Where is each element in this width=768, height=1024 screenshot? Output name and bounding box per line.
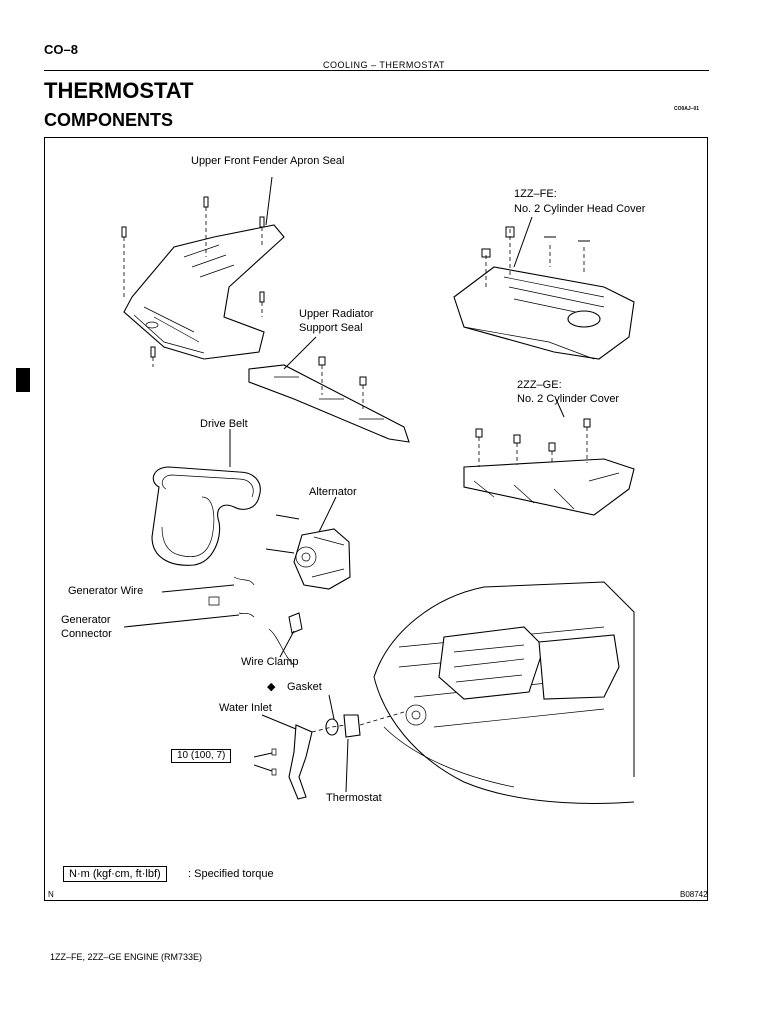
torque-value-box: 10 (100, 7) bbox=[171, 749, 232, 763]
label-drive-belt: Drive Belt bbox=[200, 418, 248, 430]
generator-wiring-illustration bbox=[208, 576, 303, 666]
non-reusable-part-icon: ◆ bbox=[267, 681, 276, 693]
alternator-illustration bbox=[265, 514, 351, 590]
label-generator-wire: Generator Wire bbox=[68, 585, 144, 597]
running-header: COOLING – THERMOSTAT bbox=[322, 60, 445, 70]
engine-compartment-illustration bbox=[373, 581, 635, 804]
page-number: CO–8 bbox=[44, 42, 78, 57]
label-no2-cylinder-head-cover: No. 2 Cylinder Head Cover bbox=[514, 203, 646, 215]
frame-marker: N bbox=[48, 890, 54, 899]
label-generator: Generator bbox=[61, 614, 111, 626]
diagram-frame bbox=[44, 137, 708, 901]
section-subtitle: COMPONENTS bbox=[44, 110, 174, 130]
fender-apron-seal-illustration bbox=[123, 224, 285, 360]
cylinder-cover-2zz-illustration bbox=[463, 418, 635, 516]
label-upper-front-fender-apron-seal: Upper Front Fender Apron Seal bbox=[191, 155, 345, 167]
label-connector: Connector bbox=[61, 628, 112, 640]
label-gasket: Gasket bbox=[287, 681, 322, 693]
doc-code: CO0AJ–01 bbox=[674, 106, 700, 112]
label-1zz-fe: 1ZZ–FE: bbox=[514, 188, 557, 200]
page-title: THERMOSTAT bbox=[44, 78, 194, 103]
section-tab-marker bbox=[16, 368, 30, 392]
figure-code: B08742 bbox=[680, 890, 708, 899]
label-wire-clamp: Wire Clamp bbox=[241, 656, 299, 668]
fender-seal-clips bbox=[121, 196, 265, 367]
label-2zz-ge: 2ZZ–GE: bbox=[517, 379, 562, 391]
label-support-seal: Support Seal bbox=[299, 322, 363, 334]
leader-lines bbox=[123, 176, 565, 793]
label-water-inlet: Water Inlet bbox=[219, 702, 272, 714]
label-upper-radiator: Upper Radiator bbox=[299, 308, 374, 320]
radiator-support-seal-illustration bbox=[248, 356, 410, 443]
page-footer: 1ZZ–FE, 2ZZ–GE ENGINE (RM733E) bbox=[50, 952, 203, 962]
water-inlet-assembly-illustration bbox=[271, 711, 405, 800]
drive-belt-illustration bbox=[151, 466, 261, 566]
cylinder-head-cover-1zz-illustration bbox=[453, 226, 635, 360]
label-alternator: Alternator bbox=[309, 486, 357, 498]
label-thermostat: Thermostat bbox=[326, 792, 382, 804]
legend-description: : Specified torque bbox=[188, 868, 274, 880]
components-diagram bbox=[121, 176, 635, 804]
label-no2-cylinder-cover: No. 2 Cylinder Cover bbox=[517, 393, 620, 405]
legend-unit-box: N·m (kgf·cm, ft·lbf) bbox=[63, 866, 167, 882]
header-rule bbox=[44, 70, 709, 71]
